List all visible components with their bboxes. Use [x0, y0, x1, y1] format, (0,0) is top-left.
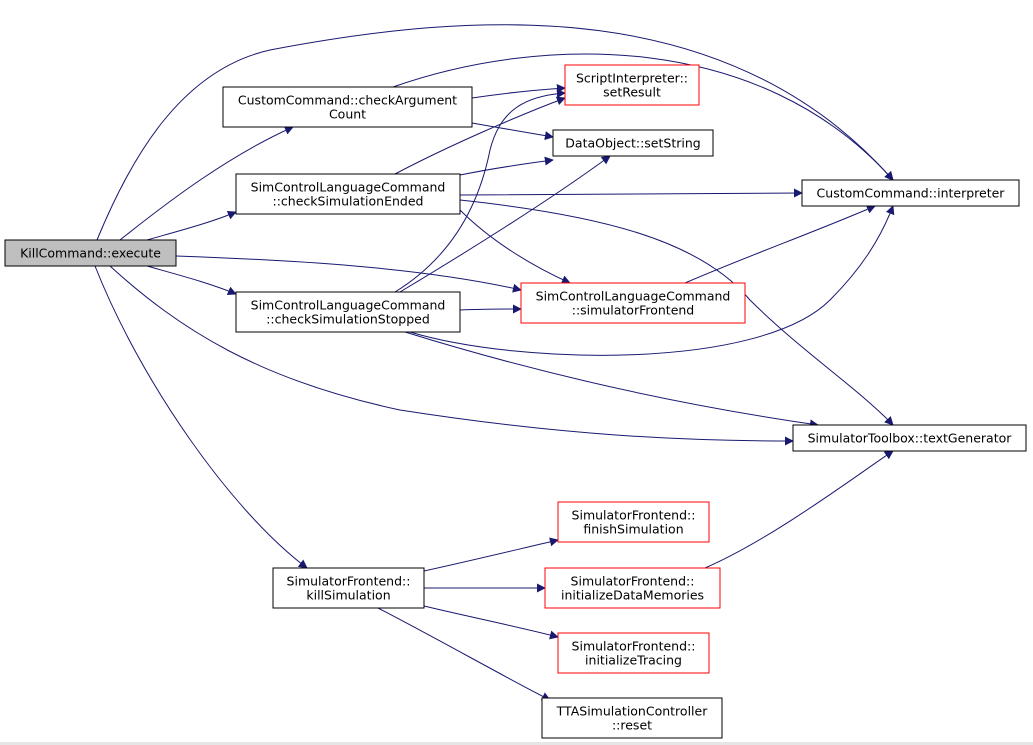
node-label-line: ::reset — [612, 718, 652, 733]
edges — [94, 24, 895, 701]
node-label-line: DataObject::setString — [565, 136, 700, 151]
node-label-line: SimulatorToolbox::textGenerator — [808, 431, 1013, 446]
node-box — [557, 501, 710, 543]
node-box — [792, 424, 1027, 452]
node-tta-reset[interactable]: TTASimulationController::reset — [541, 697, 723, 739]
edge-kill-execute-to-sim-frontend — [175, 255, 522, 293]
node-box — [801, 179, 1020, 207]
node-label-line: ::checkSimulationEnded — [273, 194, 424, 209]
edge-check-sim-ended-to-set-result — [394, 96, 566, 175]
node-label-line: finishSimulation — [583, 522, 683, 537]
node-interpreter[interactable]: CustomCommand::interpreter — [801, 179, 1020, 207]
node-label-line: SimControlLanguageCommand — [536, 289, 731, 304]
edge-init-data-memories-to-text-generator — [704, 450, 894, 569]
edge-check-sim-stopped-to-set-string — [399, 155, 611, 293]
edge-sim-frontend-to-interpreter — [684, 205, 876, 284]
node-label-line: ::simulatorFrontend — [572, 303, 695, 318]
node-box — [557, 632, 710, 674]
edge-check-sim-stopped-to-interpreter — [409, 205, 895, 356]
node-label-line: initializeDataMemories — [561, 588, 704, 603]
edge-check-arg-count-to-set-string — [471, 122, 554, 141]
node-sim-frontend[interactable]: SimControlLanguageCommand::simulatorFron… — [520, 282, 746, 324]
node-set-result[interactable]: ScriptInterpreter::setResult — [564, 64, 700, 106]
edge-kill-execute-to-check-arg-count — [119, 126, 294, 241]
node-box — [544, 567, 721, 609]
node-label-line: KillCommand::execute — [20, 246, 161, 261]
node-label-line: CustomCommand::checkArgument — [238, 93, 457, 108]
node-finish-simulation[interactable]: SimulatorFrontend::finishSimulation — [557, 501, 710, 543]
edge-check-sim-ended-to-interpreter — [459, 188, 803, 198]
node-label-line: ::checkSimulationStopped — [266, 312, 430, 327]
node-label-line: initializeTracing — [585, 653, 682, 668]
node-set-string[interactable]: DataObject::setString — [552, 129, 714, 157]
node-kill-simulation[interactable]: SimulatorFrontend::killSimulation — [272, 567, 425, 609]
node-label-line: SimulatorFrontend:: — [572, 639, 696, 654]
node-label-line: SimulatorFrontend:: — [287, 574, 411, 589]
node-kill-execute[interactable]: KillCommand::execute — [4, 239, 177, 267]
node-label-line: SimulatorFrontend:: — [572, 508, 696, 523]
edge-kill-execute-to-kill-simulation — [94, 265, 308, 569]
node-label-line: SimulatorFrontend:: — [571, 574, 695, 589]
edge-check-arg-count-to-set-result — [471, 84, 566, 99]
node-label-line: TTASimulationController — [556, 704, 709, 719]
node-label-line: CustomCommand::interpreter — [817, 186, 1006, 201]
node-init-data-memories[interactable]: SimulatorFrontend::initializeDataMemorie… — [544, 567, 721, 609]
edge-check-sim-ended-to-sim-frontend — [459, 209, 571, 284]
node-label-line: killSimulation — [306, 588, 390, 603]
node-box — [541, 697, 723, 739]
node-box — [552, 129, 714, 157]
node-box — [520, 282, 746, 324]
window-bottom-border — [0, 742, 1033, 745]
edge-check-sim-stopped-to-set-result — [394, 89, 566, 293]
nodes: KillCommand::execute CustomCommand::check… — [4, 64, 1027, 739]
node-box — [235, 173, 461, 215]
node-box — [272, 567, 425, 609]
node-box — [4, 239, 177, 267]
node-label-line: setResult — [603, 85, 661, 100]
edge-check-sim-stopped-to-text-generator — [404, 331, 819, 429]
edge-check-sim-stopped-to-sim-frontend — [459, 304, 522, 314]
edge-kill-simulation-to-finish-simulation — [423, 537, 559, 572]
node-label-line: SimControlLanguageCommand — [251, 298, 446, 313]
edge-kill-simulation-to-init-tracing — [423, 605, 559, 640]
node-label-line: ScriptInterpreter:: — [576, 71, 688, 86]
edge-kill-execute-to-check-sim-ended — [146, 211, 237, 241]
node-check-sim-ended[interactable]: SimControlLanguageCommand::checkSimulati… — [235, 173, 461, 215]
edge-check-arg-count-to-interpreter — [392, 53, 894, 181]
node-box — [222, 86, 473, 128]
edge-kill-execute-to-text-generator — [109, 265, 794, 446]
node-label-line: SimControlLanguageCommand — [251, 180, 446, 195]
edge-kill-simulation-to-tta-reset — [377, 607, 551, 701]
edge-kill-execute-to-check-sim-stopped — [146, 265, 237, 295]
edge-kill-execute-to-interpreter — [96, 24, 894, 241]
node-label-line: Count — [329, 107, 366, 122]
edge-check-sim-ended-to-set-string — [459, 156, 554, 176]
node-box — [235, 291, 461, 333]
node-box — [564, 64, 700, 106]
node-check-sim-stopped[interactable]: SimControlLanguageCommand::checkSimulati… — [235, 291, 461, 333]
node-init-tracing[interactable]: SimulatorFrontend::initializeTracing — [557, 632, 710, 674]
node-text-generator[interactable]: SimulatorToolbox::textGenerator — [792, 424, 1027, 452]
